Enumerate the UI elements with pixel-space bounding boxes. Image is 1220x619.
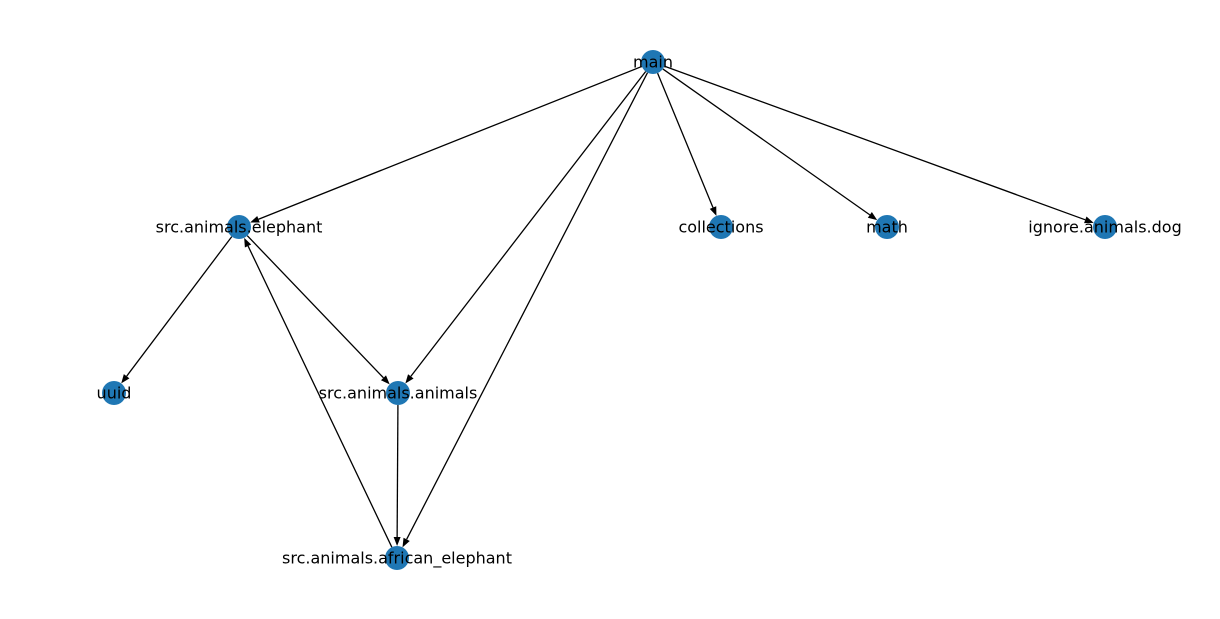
nodes-layer	[102, 50, 1117, 570]
arrowhead-main-to-src-animals-elephant	[250, 215, 260, 223]
edge-main-to-src-animals-animals	[410, 71, 647, 377]
node-main	[641, 50, 665, 74]
node-src-animals-african-elephant	[385, 546, 409, 570]
node-ignore-animals-dog	[1093, 215, 1117, 239]
arrowhead-main-to-ignore-animals-dog	[1084, 216, 1094, 224]
arrowhead-src-animals-elephant-to-uuid	[121, 374, 130, 384]
node-label-src-animals-animals: src.animals.animals	[319, 384, 478, 403]
arrowhead-src-animals-elephant-to-src-animals-animals	[380, 375, 390, 385]
edge-src-animals-animals-to-src-animals-african-elephant	[396, 404, 399, 538]
edge-main-to-collections	[656, 72, 714, 208]
edge-src-animals-elephant-to-uuid	[126, 236, 233, 377]
edge-main-to-math	[662, 68, 871, 216]
node-label-math: math	[866, 218, 908, 237]
node-label-src-animals-elephant: src.animals.elephant	[156, 218, 323, 237]
arrowhead-main-to-math	[867, 212, 878, 221]
arrowhead-main-to-collections	[709, 206, 717, 216]
node-label-main: main	[633, 53, 673, 72]
arrowhead-main-to-src-animals-african-elephant	[402, 537, 410, 548]
arrowhead-main-to-src-animals-animals	[405, 374, 414, 384]
node-src-animals-elephant	[227, 215, 251, 239]
node-math	[875, 215, 899, 239]
edge-src-animals-elephant-to-src-animals-animals	[246, 235, 384, 379]
edge-src-animals-african-elephant-to-src-animals-elephant	[247, 245, 393, 548]
arrowhead-src-animals-animals-to-src-animals-african-elephant	[393, 536, 401, 547]
edge-main-to-src-animals-african-elephant	[406, 72, 649, 540]
node-label-uuid: uuid	[97, 384, 132, 403]
node-uuid	[102, 381, 126, 405]
edge-main-to-src-animals-elephant	[258, 65, 643, 220]
edge-main-to-ignore-animals-dog	[664, 65, 1086, 221]
node-collections	[709, 215, 733, 239]
node-label-src-animals-african-elephant: src.animals.african_elephant	[282, 549, 512, 569]
node-label-collections: collections	[678, 218, 763, 237]
arrowhead-src-animals-african-elephant-to-src-animals-elephant	[244, 237, 252, 248]
node-src-animals-animals	[386, 381, 410, 405]
edges-layer	[121, 65, 1094, 548]
labels-layer: main src.animals.elephant collections math i…	[97, 53, 1182, 569]
node-label-ignore-animals-dog: ignore.animals.dog	[1028, 218, 1181, 237]
